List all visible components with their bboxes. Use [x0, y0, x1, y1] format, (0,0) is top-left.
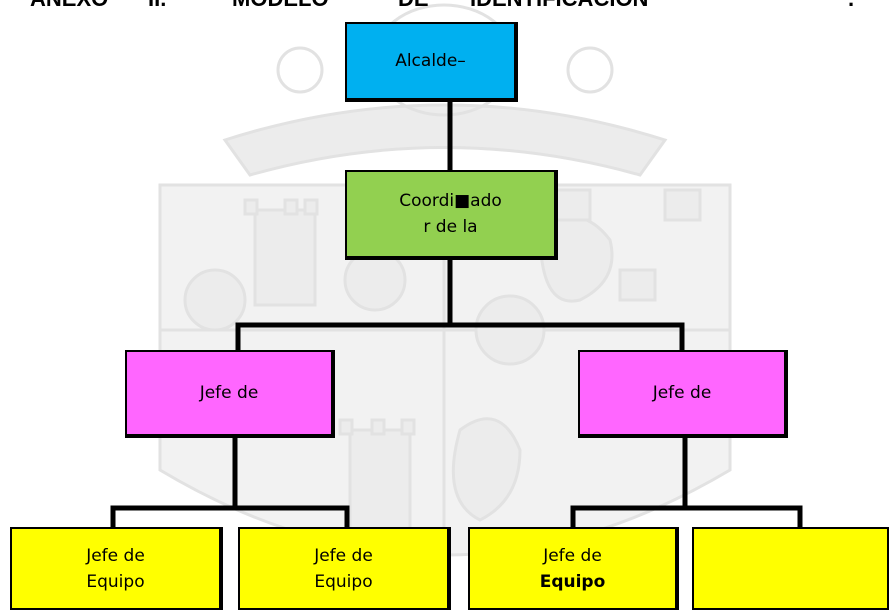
node-team-lead-1: Jefe de Equipo: [10, 527, 223, 610]
heading-trailing-mark: .: [848, 0, 854, 12]
node-head-left-label: Jefe de: [199, 383, 259, 403]
node-coordinator: Coordi■ado r de la: [345, 170, 558, 260]
node-head-left: Jefe de: [125, 350, 335, 438]
heading-word-modelo: MODELO: [232, 0, 329, 12]
heading-word-anexo: ANEXO: [30, 0, 108, 12]
node-team-lead-3-label-line-2: Equipo: [539, 571, 606, 592]
node-team-lead-2-label-line-2: Equipo: [314, 571, 373, 592]
node-coordinator-label-line-1: Coordi■ado: [399, 191, 502, 211]
heading-word-ii: II.: [148, 0, 166, 12]
node-team-lead-1-label-line-2: Equipo: [86, 571, 145, 592]
node-coordinator-label-line-2: r de la: [423, 217, 478, 237]
node-alcalde-label: Alcalde–: [395, 51, 466, 71]
node-head-right: Jefe de: [578, 350, 788, 438]
node-alcalde: Alcalde–: [345, 22, 518, 102]
heading-word-de: DE: [398, 0, 429, 12]
node-team-lead-3: Jefe de Equipo: [468, 527, 679, 610]
heading-word-identificacion: IDENTIFICACIÓN: [470, 0, 648, 12]
node-team-lead-1-label-line-1: Jefe de: [86, 545, 145, 566]
node-team-lead-2-label-line-1: Jefe de: [314, 545, 373, 566]
node-head-right-label: Jefe de: [652, 383, 712, 403]
node-team-lead-3-label-line-1: Jefe de: [543, 545, 602, 566]
node-team-lead-4: [692, 527, 889, 610]
document-heading: ANEXO II. MODELO DE IDENTIFICACIÓN .: [0, 0, 889, 14]
node-team-lead-2: Jefe de Equipo: [238, 527, 451, 610]
